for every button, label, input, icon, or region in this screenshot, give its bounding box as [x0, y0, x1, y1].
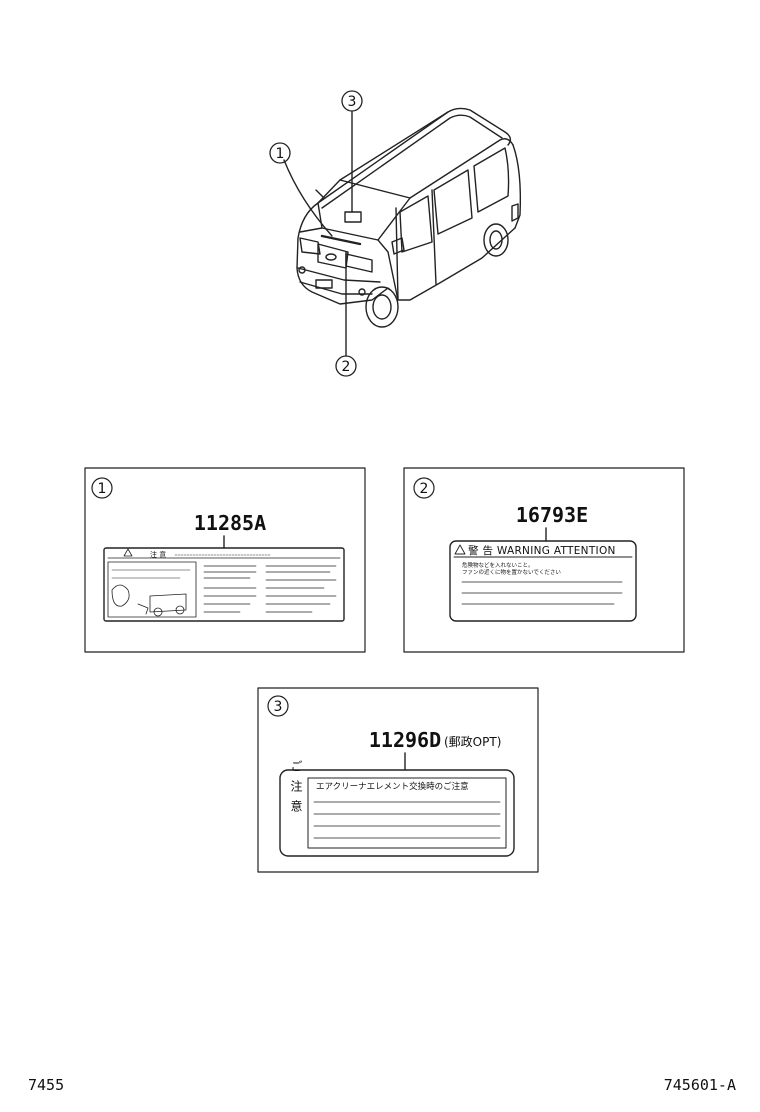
panel-1-label-header: 注 意: [150, 550, 166, 559]
panel-3-part-note: (郵政OPT): [444, 735, 501, 749]
panel-3-label-line-1: エアクリーナエレメント交換時のご注意: [316, 781, 469, 792]
callout-2-number: 2: [342, 359, 351, 375]
panel-2-number: 2: [420, 481, 429, 497]
panel-3-number: 3: [274, 699, 283, 715]
panel-1-number: 1: [98, 481, 107, 497]
callout-circles: [269, 90, 363, 377]
panel-2-part-number: 16793E: [516, 503, 588, 527]
callout-leaders: [283, 111, 353, 357]
panel-2: 2 16793E 警 告 WARNING ATTENTION 危険物などを入れな…: [403, 467, 685, 653]
panel-2-label-line-1: 危険物などを入れないこと。: [462, 561, 534, 569]
panel-3: 3 11296D (郵政OPT) ご注意 エアクリーナエレメント交換時のご注意: [257, 687, 539, 873]
panel-2-label-header: 警 告 WARNING ATTENTION: [468, 544, 616, 557]
callout-3-number: 3: [348, 94, 357, 110]
footer-right-code: 745601-A: [663, 1076, 736, 1094]
panel-1-part-number: 11285A: [194, 511, 266, 535]
footer-left-code: 7455: [28, 1076, 65, 1094]
van-illustration: [296, 107, 522, 328]
panel-2-label-line-2: ファンの近くに物を置かないでください: [462, 568, 561, 576]
panel-3-side-text: ご注意: [289, 760, 303, 820]
callout-1-number: 1: [276, 146, 285, 162]
panel-1: 1 11285A 注 意: [84, 467, 366, 653]
panel-3-part-number: 11296D: [369, 728, 441, 752]
